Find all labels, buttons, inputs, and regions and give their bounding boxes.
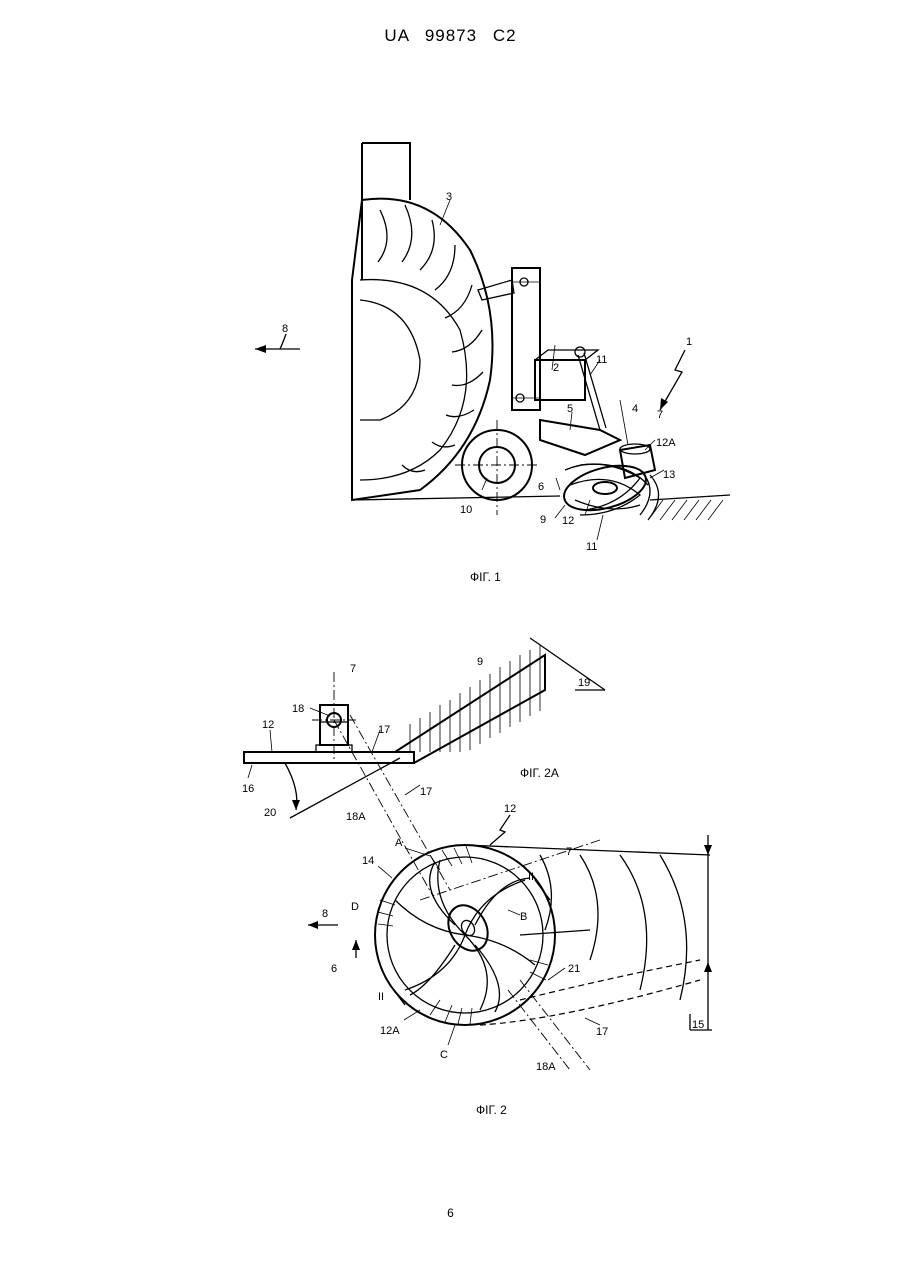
fig1-label-10: 10 bbox=[460, 504, 472, 516]
fig1-label-14: 13 bbox=[663, 469, 675, 481]
fig2-label-6: 6 bbox=[331, 963, 337, 975]
fig2-label-A: A bbox=[395, 837, 403, 849]
fig2a-label-18: 18 bbox=[292, 703, 304, 715]
fig1-label-11: 11 bbox=[596, 354, 607, 366]
figure-2-drawing: 12 7 A 14 II D B 8 6 II 21 12A C 17 18A … bbox=[308, 803, 712, 1073]
fig2-label-15: 15 bbox=[692, 1019, 704, 1031]
figure-1-drawing: 3 8 1 2 11 5 4 7 12A 13 6 10 9 12 11 bbox=[255, 143, 730, 553]
fig2a-label-18A: 18A bbox=[346, 811, 366, 823]
fig2-label-II-top: II bbox=[528, 871, 534, 883]
fig1-label-7: 7 bbox=[657, 409, 663, 421]
fig2-label-B: B bbox=[520, 911, 527, 923]
fig2-label-14: 14 bbox=[362, 855, 374, 867]
fig2a-label-19: 19 bbox=[578, 677, 590, 689]
fig1-label-3: 3 bbox=[446, 191, 452, 203]
figure-1-caption: ФІГ. 1 bbox=[470, 570, 501, 584]
fig2-label-12: 12 bbox=[504, 803, 516, 815]
page-number: 6 bbox=[0, 1206, 901, 1220]
fig2a-label-20: 20 bbox=[264, 807, 276, 819]
fig1-label-1: 1 bbox=[686, 336, 692, 348]
fig2-label-18A: 18A bbox=[536, 1061, 556, 1073]
fig2-label-21: 21 bbox=[568, 963, 580, 975]
fig2a-label-17-top: 17 bbox=[378, 724, 390, 736]
figure-2-caption: ФІГ. 2 bbox=[476, 1103, 507, 1117]
fig2-label-17: 17 bbox=[596, 1026, 608, 1038]
fig1-label-2: 2 bbox=[553, 362, 559, 374]
fig1-label-6: 6 bbox=[538, 481, 544, 493]
fig2a-label-17-bottom: 17 bbox=[420, 786, 432, 798]
fig2a-label-9: 9 bbox=[477, 656, 483, 668]
fig1-label-8: 8 bbox=[282, 323, 288, 335]
fig2-label-12A: 12A bbox=[380, 1025, 400, 1037]
fig2a-label-7: 7 bbox=[350, 663, 356, 675]
fig1-label-12: 11 bbox=[586, 541, 597, 553]
fig2-label-7: 7 bbox=[566, 846, 572, 858]
fig1-label-12A: 12 bbox=[562, 515, 574, 527]
fig2-label-D: D bbox=[351, 901, 359, 913]
figure-2a-caption: ФІГ. 2А bbox=[520, 766, 559, 780]
fig2-label-II-bottom: II bbox=[378, 991, 384, 1003]
fig2a-label-16: 16 bbox=[242, 783, 254, 795]
fig2-label-8: 8 bbox=[322, 908, 328, 920]
fig1-label-5: 5 bbox=[567, 403, 573, 415]
fig1-label-13: 12A bbox=[656, 437, 676, 449]
fig2a-label-12: 12 bbox=[262, 719, 274, 731]
fig1-label-4: 4 bbox=[632, 403, 638, 415]
fig1-label-9: 9 bbox=[540, 514, 546, 526]
fig2-label-C: C bbox=[440, 1049, 448, 1061]
